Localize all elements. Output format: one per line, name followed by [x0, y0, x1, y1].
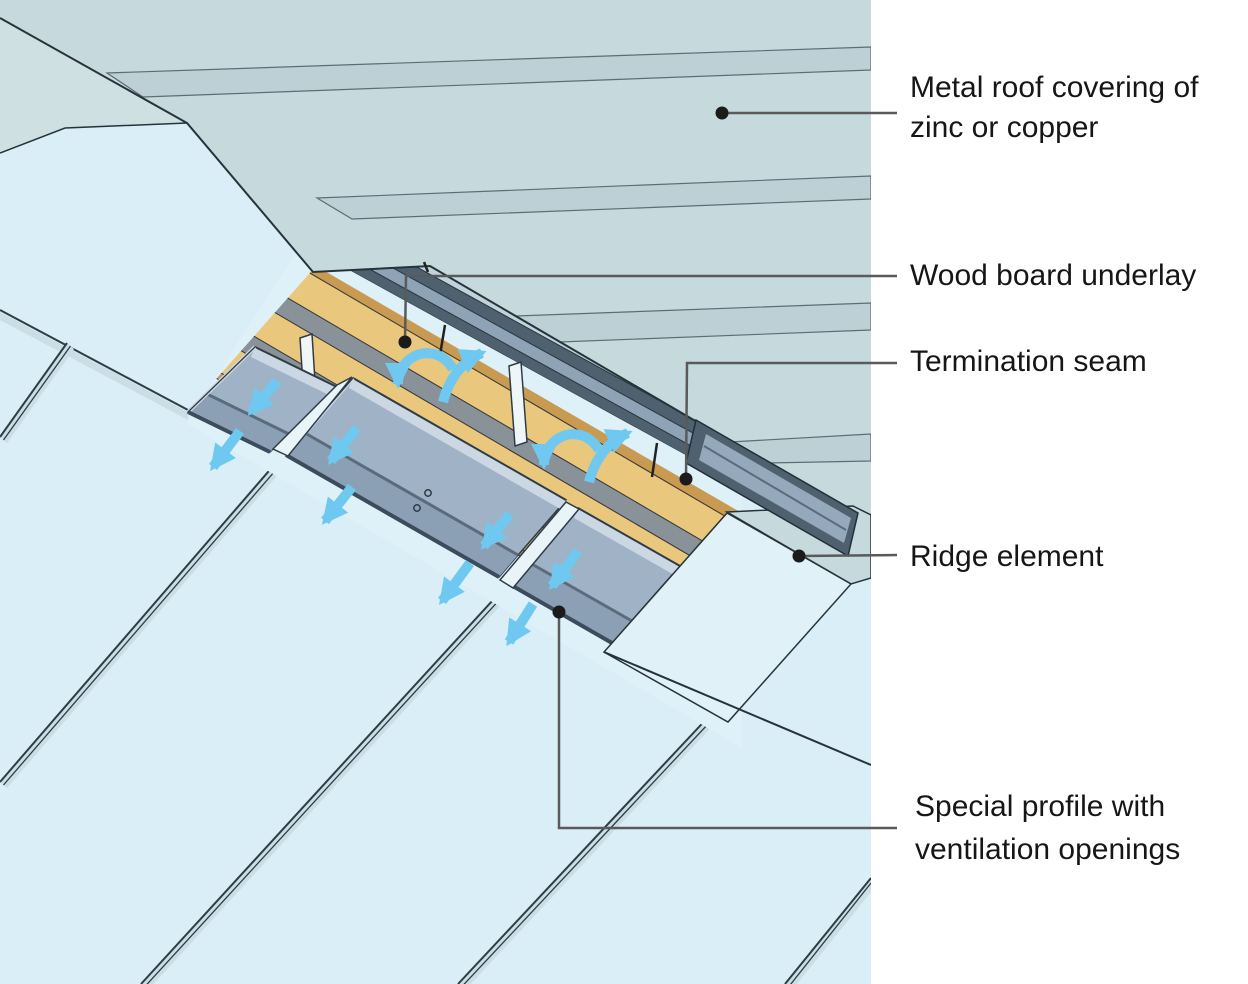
airflow-curved-arrow-icon [531, 429, 604, 471]
profile-flange [349, 378, 566, 510]
airflow-arrows [209, 348, 633, 647]
wood-board [180, 266, 740, 564]
label-special-profile-line2: ventilation openings [915, 833, 1180, 866]
lower-covering-edge [0, 309, 189, 420]
panel-seam [0, 434, 307, 788]
panel-seam [0, 342, 74, 443]
panel-seam [457, 711, 720, 984]
airflow-arrow-icon [209, 428, 244, 472]
airflow-curved-arrow-icon [584, 428, 633, 484]
profile-flange [574, 508, 680, 576]
airflow-curved-arrow-icon [385, 348, 458, 390]
roof-seam-strips [105, 46, 871, 464]
leader-dot [715, 106, 729, 120]
profile-joint [498, 501, 581, 589]
leader-lines [403, 111, 898, 830]
ridge-element-front [602, 512, 853, 723]
seam-tick [438, 324, 447, 356]
profile-flange [251, 347, 337, 397]
annotation-labels: Metal roof covering of zinc or copper Wo… [910, 71, 1199, 866]
roof-seam-strip [105, 46, 871, 98]
eave-edge-face [0, 18, 187, 153]
airflow-arrow-icon [247, 377, 281, 416]
leader-dots [398, 106, 806, 619]
panel-seam [140, 539, 555, 984]
airflow-arrow-icon [480, 510, 514, 550]
ventilation-hole [424, 489, 432, 497]
airflow-arrow-icon [321, 483, 356, 525]
ridge-element-lap-edge [603, 651, 871, 766]
label-wood-board: Wood board underlay [910, 259, 1196, 292]
label-metal-roof-line1: Metal roof covering of [910, 71, 1199, 104]
roof-seam-strip [314, 175, 871, 220]
leader-dot [398, 335, 412, 349]
leader-dot [679, 472, 693, 486]
label-metal-roof-line2: zinc or copper [910, 111, 1098, 144]
label-ridge-element: Ridge element [910, 540, 1104, 573]
profile-joint [271, 376, 353, 457]
airflow-arrow-icon [504, 601, 538, 647]
ventilation-hole [413, 504, 421, 512]
panel-seams [0, 342, 871, 984]
label-special-profile-line1: Special profile with [915, 790, 1165, 823]
leader-line [403, 274, 897, 343]
airflow-arrow-icon [327, 424, 361, 465]
leader-line [684, 361, 897, 480]
seam-tick [650, 442, 659, 478]
termination-seam-ticks [422, 261, 659, 478]
profile-joint-slots [271, 376, 581, 589]
label-termination-seam: Termination seam [910, 345, 1147, 378]
leader-dot [552, 605, 566, 619]
airflow-arrow-icon [547, 548, 583, 591]
seam-upstand [508, 360, 528, 448]
leader-line [798, 553, 898, 558]
leader-dot [792, 549, 806, 563]
leader-line [557, 612, 897, 830]
seam-tick [422, 261, 430, 273]
upper-roof-plane [0, 0, 871, 516]
panel-seam [784, 877, 871, 984]
airflow-arrow-icon [437, 560, 475, 606]
airflow-curved-arrow-icon [438, 348, 487, 404]
